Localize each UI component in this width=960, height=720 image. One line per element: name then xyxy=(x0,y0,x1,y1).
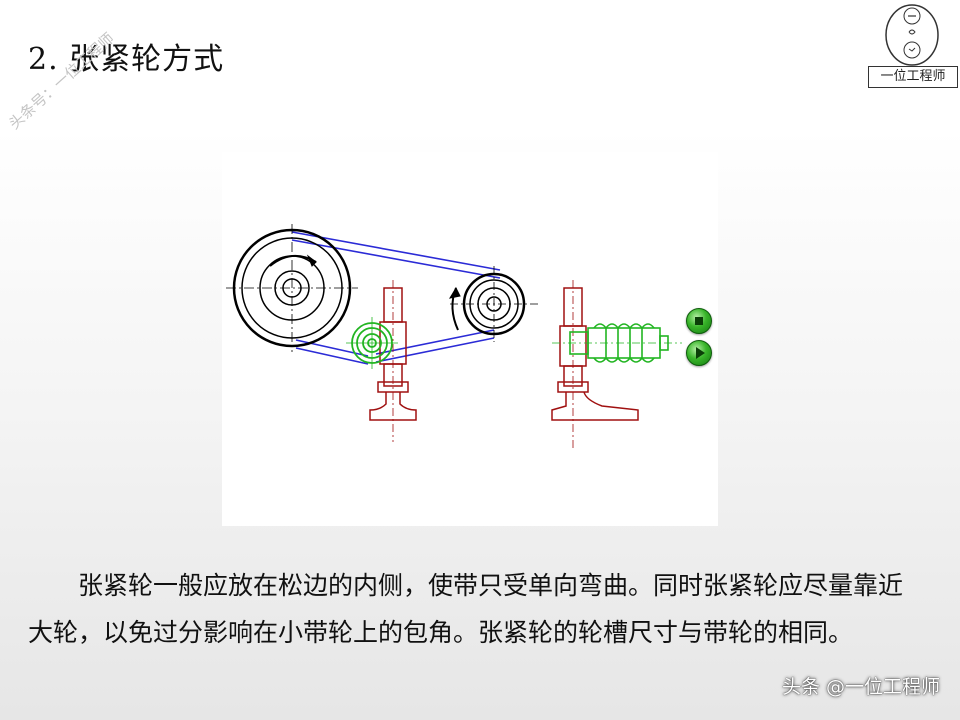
footer-watermark: 头条 @一位工程师 xyxy=(781,676,940,698)
stop-icon xyxy=(695,317,703,325)
large-pulley xyxy=(226,224,358,352)
logo-seal-icon xyxy=(885,4,939,66)
slide-title: 2. 张紧轮方式 xyxy=(28,42,225,77)
tensioner-diagram xyxy=(226,224,682,448)
tension-pulley-side xyxy=(552,323,682,363)
tensioner-support-front xyxy=(369,280,417,442)
small-pulley xyxy=(448,266,540,342)
logo-label: 一位工程师 xyxy=(868,66,958,88)
body-text: 张紧轮一般应放在松边的内侧，使带只受单向弯曲。同时张紧轮应尽量靠近大轮，以免过分… xyxy=(28,562,908,656)
stop-button[interactable] xyxy=(686,308,712,334)
animation-panel xyxy=(222,152,718,526)
logo: 一位工程师 xyxy=(868,2,960,88)
play-icon xyxy=(696,347,705,359)
v-belt xyxy=(291,231,501,365)
body-paragraph: 张紧轮一般应放在松边的内侧，使带只受单向弯曲。同时张紧轮应尽量靠近大轮，以免过分… xyxy=(28,571,904,647)
tensioner-support-side xyxy=(551,280,639,448)
tension-pulley-front xyxy=(346,317,398,369)
play-button[interactable] xyxy=(686,340,712,366)
